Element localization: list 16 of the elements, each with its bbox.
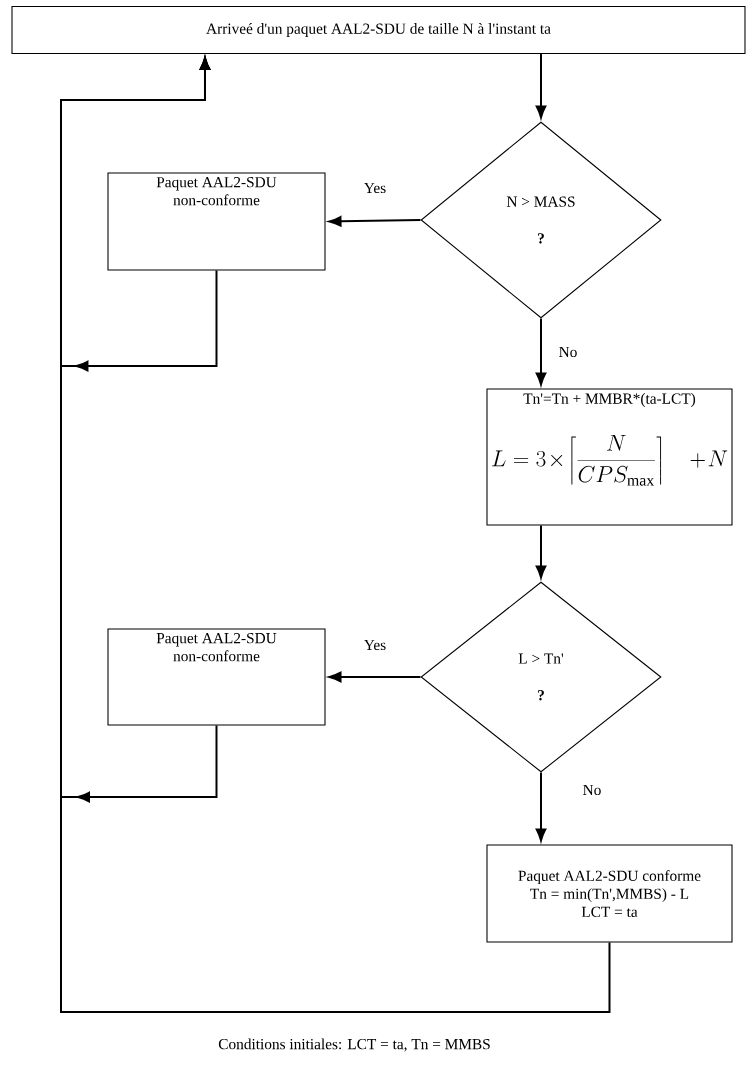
edge-label: Yes: [362, 638, 388, 652]
arrow: [535, 317, 547, 386]
process-box: Paquet AAL2-SDU non-conforme: [107, 172, 326, 271]
edge-label: Yes: [362, 181, 388, 195]
arrow: [60, 57, 218, 803]
edge-label: No: [581, 783, 603, 797]
arrow: [328, 671, 422, 683]
arrow: [535, 53, 547, 119]
process-box: Arriveé d'un paquet AAL2-SDU de taille N à l'instant ta: [11, 5, 746, 55]
arrow: [535, 771, 547, 842]
note-text: Conditions initiales: LCT = ta, Tn = MMBS: [218, 1038, 490, 1052]
process-box: Tn'=Tn + MMBR*(ta-LCT) $L=3\times\left\lceil\frac{N}{CPS_{\mathrm{max}}}\right\rceil\quad+N$: [486, 388, 733, 526]
arrow: [535, 524, 547, 579]
process-box: Paquet AAL2-SDU conforme Tn = min(Tn',MMBS) - L LCT = ta: [486, 844, 733, 943]
edge-label: No: [557, 345, 579, 359]
process-box: Paquet AAL2-SDU non-conforme: [107, 628, 326, 726]
